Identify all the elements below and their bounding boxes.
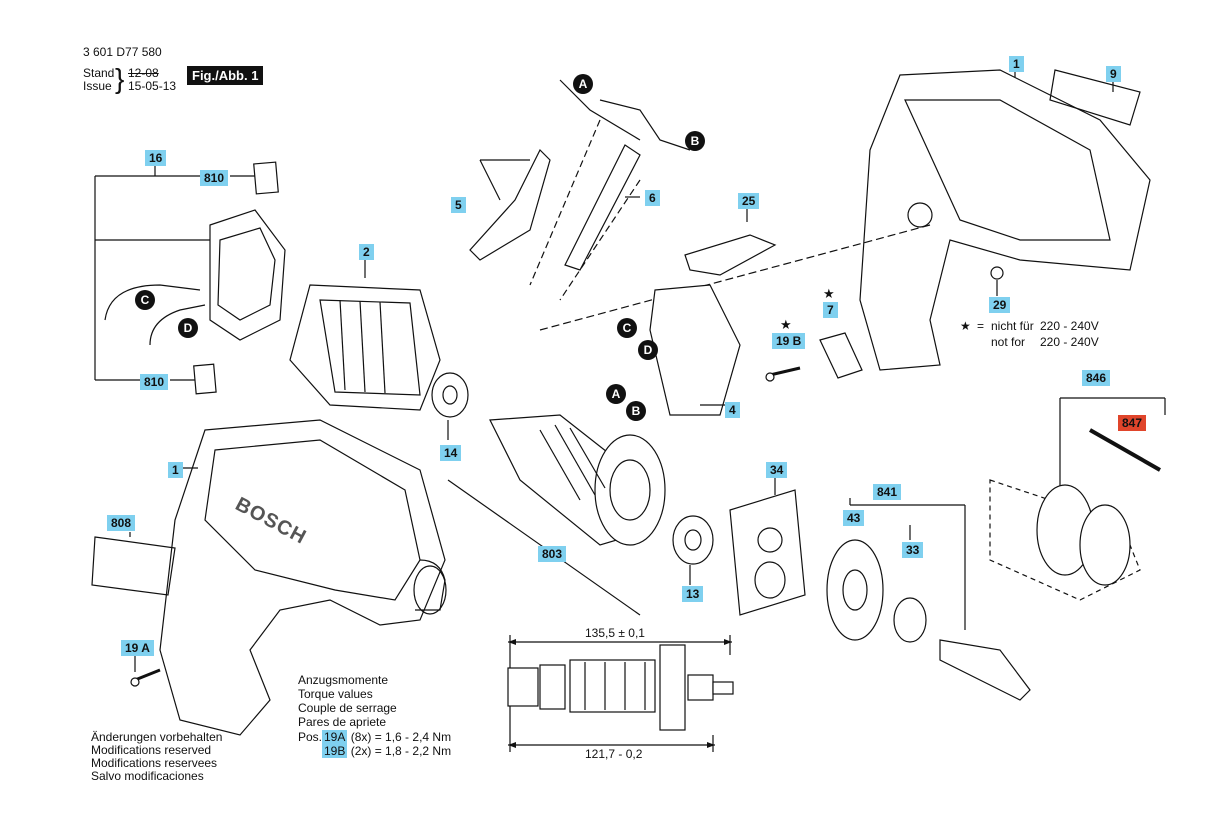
dimension-top: 135,5 ± 0,1 — [585, 626, 645, 640]
callout-1-housing: 1 — [1009, 56, 1024, 72]
note-line2-value: 220 - 240V — [1040, 335, 1099, 349]
modifications-line-4: Salvo modificaciones — [91, 769, 204, 783]
callout-16: 16 — [145, 150, 167, 166]
callout-7: 7 — [823, 302, 838, 318]
star-symbol-7: ★ — [823, 286, 835, 301]
brace-symbol: } — [115, 63, 125, 94]
callout-33: 33 — [902, 542, 924, 558]
modifications-line-2: Modifications reserved — [91, 743, 212, 757]
callout-6: 6 — [645, 190, 660, 206]
connector-c-switch: C — [617, 318, 637, 338]
torque-pos-label: Pos. — [298, 730, 323, 744]
callout-803: 803 — [538, 546, 567, 562]
callout-841: 841 — [873, 484, 902, 500]
torque-line-1: Anzugsmomente — [298, 673, 389, 687]
callout-29: 29 — [989, 297, 1011, 313]
issue-label: Issue — [83, 79, 112, 93]
torque-line-4: Pares de apriete — [298, 715, 387, 729]
star-symbol-19b: ★ — [780, 317, 792, 332]
note-line1-label: nicht für — [991, 319, 1034, 333]
torque-row-2-pos: 19B — [322, 744, 348, 758]
note-eq: = — [977, 319, 985, 333]
torque-row-2-value: (2x) = 1,8 - 2,2 Nm — [350, 744, 452, 758]
callout-14: 14 — [440, 445, 462, 461]
callout-5: 5 — [451, 197, 466, 213]
torque-row-1: 19A (8x) = 1,6 - 2,4 Nm — [322, 730, 452, 745]
stand-label: Stand — [83, 66, 115, 80]
issue-date: 15-05-13 — [128, 79, 177, 93]
callout-13: 13 — [682, 586, 704, 602]
note-line2-label: not for — [991, 335, 1026, 349]
callout-4: 4 — [725, 402, 740, 418]
part-number: 3 601 D77 580 — [83, 45, 162, 59]
note-star: ★ — [960, 319, 971, 333]
connector-c-left: C — [135, 290, 155, 310]
torque-row-1-pos: 19A — [322, 730, 348, 744]
dimension-bottom: 121,7 - 0,2 — [585, 747, 643, 761]
callout-2: 2 — [359, 244, 374, 260]
connector-a-top: A — [573, 74, 593, 94]
callout-810-bottom: 810 — [140, 374, 169, 390]
callout-19a: 19 A — [121, 640, 154, 656]
connector-d-left: D — [178, 318, 198, 338]
callout-43: 43 — [843, 510, 865, 526]
modifications-line-1: Änderungen vorbehalten — [91, 730, 223, 744]
callout-1-drill: 1 — [168, 462, 183, 478]
modifications-line-3: Modifications reservees — [91, 756, 218, 770]
callout-19b: 19 B — [772, 333, 806, 349]
connector-d-switch: D — [638, 340, 658, 360]
connector-a-switch: A — [606, 384, 626, 404]
torque-line-2: Torque values — [298, 687, 373, 701]
connector-b-switch: B — [626, 401, 646, 421]
callout-846: 846 — [1082, 370, 1111, 386]
callout-847: 847 — [1118, 415, 1147, 431]
callout-9: 9 — [1106, 66, 1121, 82]
callout-808: 808 — [107, 515, 136, 531]
connector-b-top: B — [685, 131, 705, 151]
torque-line-3: Couple de serrage — [298, 701, 397, 715]
torque-row-1-value: (8x) = 1,6 - 2,4 Nm — [350, 730, 452, 744]
figure-label: Fig./Abb. 1 — [187, 66, 264, 85]
note-line1-value: 220 - 240V — [1040, 319, 1099, 333]
callout-810-top: 810 — [200, 170, 229, 186]
callout-34: 34 — [766, 462, 788, 478]
stand-date: 12-08 — [128, 66, 159, 80]
torque-row-2: 19B (2x) = 1,8 - 2,2 Nm — [322, 744, 452, 759]
callout-25: 25 — [738, 193, 760, 209]
